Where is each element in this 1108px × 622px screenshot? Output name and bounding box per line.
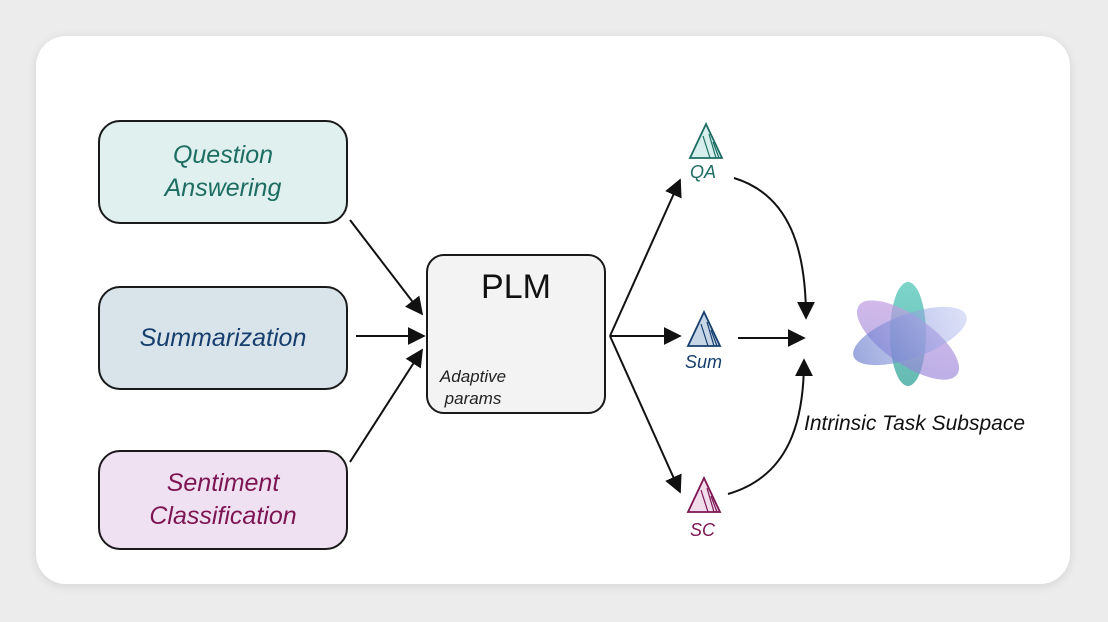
task-sc-label: Sentiment Classification [149,469,297,530]
arrow-qa-to-plm [349,219,424,316]
plm-box: PLM Adaptive params [426,254,606,414]
arrow-plm-to-qa [609,178,682,337]
subspace-label: Intrinsic Task Subspace [804,412,1026,435]
arrow-qa-to-subspace [733,177,815,320]
output-qa-label: QA [690,162,717,182]
task-sentiment-classification: Sentiment Classification [98,450,348,550]
task-qa-label: Question Answering [164,141,282,202]
task-summarization: Summarization [98,286,348,390]
output-sum-label: Sum [685,352,723,372]
task-question-answering: Question Answering [98,120,348,224]
qa-params-icon [688,121,724,159]
output-sc-label: SC [690,520,716,540]
arrow-plm-to-sc [609,335,682,494]
adaptive-params-label: Adaptive params [439,367,507,408]
sum-params-icon [686,309,722,347]
arrow-sc-to-plm [349,348,423,463]
intersecting-ellipses-icon [853,282,967,386]
arrow-sc-to-subspace [727,358,813,495]
sc-params-icon [686,475,722,513]
task-sum-label: Summarization [139,323,307,352]
plm-title: PLM [481,268,551,306]
